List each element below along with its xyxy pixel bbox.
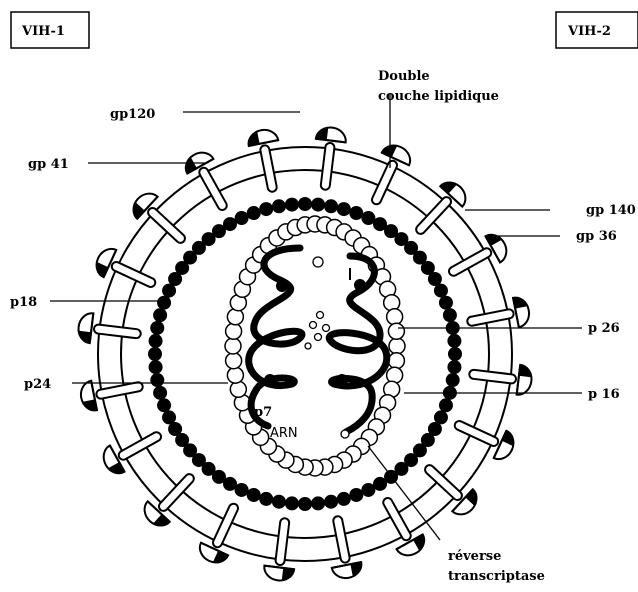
- label-p26: p 26: [588, 321, 620, 336]
- vih1-label: VIH-1: [21, 24, 65, 39]
- label-gp41: gp 41: [28, 157, 69, 172]
- label-arn: ARN: [270, 426, 298, 441]
- label-p16: p 16: [588, 387, 620, 402]
- label-transcriptase: transcriptase: [448, 569, 545, 584]
- label-reverse: réverse: [448, 549, 501, 564]
- label-double: Double: [378, 69, 430, 84]
- vih2-label: VIH-2: [567, 24, 611, 39]
- vih2-box: VIH-2: [556, 12, 638, 48]
- label-gp140: gp 140: [586, 203, 636, 218]
- label-gp36: gp 36: [576, 229, 617, 244]
- vih1-box: VIH-1: [11, 12, 89, 48]
- label-p18: p18: [10, 295, 37, 310]
- label-p7: p7: [254, 405, 272, 420]
- label-couche-lipidique: couche lipidique: [378, 89, 499, 104]
- label-gp120: gp120: [110, 107, 155, 122]
- label-p24: p24: [24, 377, 51, 392]
